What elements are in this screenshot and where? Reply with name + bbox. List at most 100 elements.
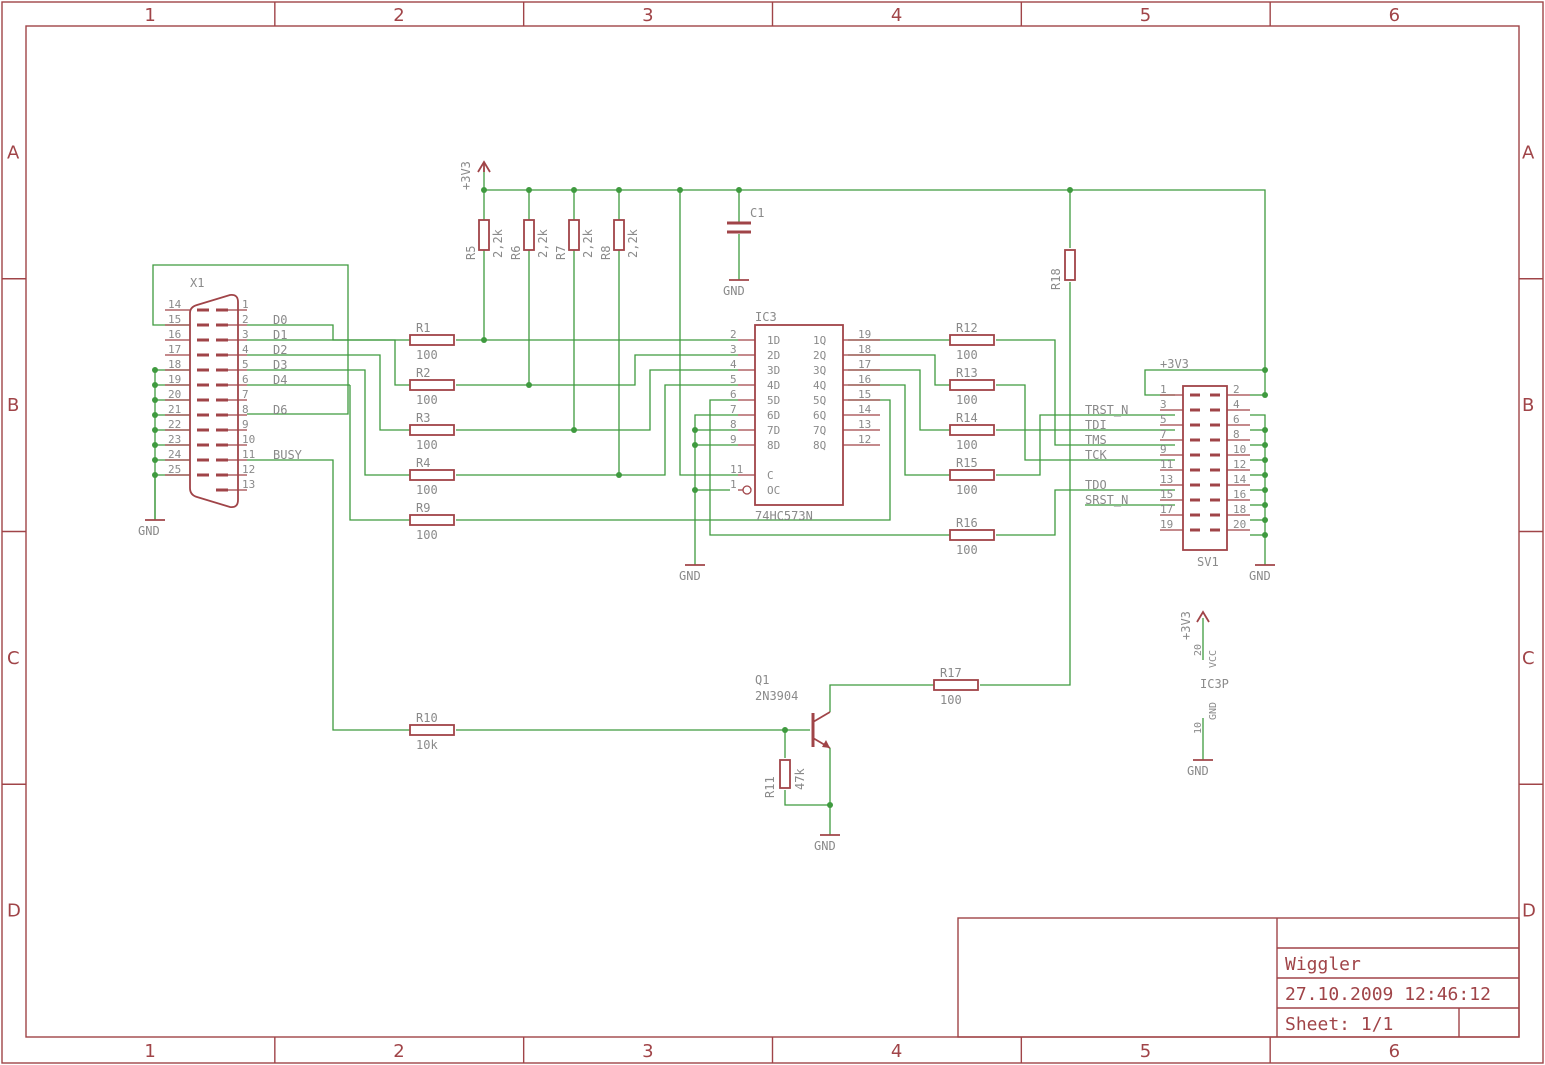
ic3-pin-name-2q: 2Q [813,349,826,362]
gnd-label-x1: GND [138,524,160,538]
x1-pin-12: 12 [242,463,255,476]
frame-col-bottom-6: 6 [1389,1041,1400,1062]
net-d6: D6 [273,403,287,417]
x1-pin-1: 1 [242,298,249,311]
frame-row-left-A: A [7,142,20,163]
sv1-pin-6: 6 [1233,413,1240,426]
net-tck: TCK [1085,448,1107,462]
resistor-r3 [409,424,455,436]
resistor-r2 [409,379,455,391]
resistor-r7 [568,219,580,251]
capacitor-c1: C1 [727,206,764,234]
inner-border [25,25,1520,1038]
title-block: Wiggler 27.10.2009 12:46:12 Sheet: 1/1 [957,917,1520,1038]
resistor-r5 [478,219,490,251]
oc-inversion-bubble [742,485,752,495]
resistor-r12 [949,334,995,346]
gnd-label-sv1: GND [1249,569,1271,583]
sv1-pin-15: 15 [1160,488,1173,501]
c1-ref: C1 [750,206,764,220]
sheet-number: Sheet: 1/1 [1285,1014,1393,1035]
net-tdo: TDO [1085,478,1107,492]
sv1-pin-7: 7 [1160,428,1167,441]
x1-pin-6: 6 [242,373,249,386]
r13-ref: R13 [956,366,978,380]
ic3-pin-name-8d: 8D [767,439,780,452]
frame-col-bottom-3: 3 [642,1041,653,1062]
r7-ref: R7 [554,246,568,260]
frame-row-left-D: D [7,901,21,922]
junction-dot [827,802,833,808]
r4-value: 100 [416,483,438,497]
r9-ref: R9 [416,501,430,515]
x1-pin-19: 19 [168,373,181,386]
r2-value: 100 [416,393,438,407]
x1-pin-14: 14 [168,298,182,311]
junction-dot [1262,457,1268,463]
sv1-body [1182,385,1228,551]
r11-ref: R11 [763,776,777,798]
ic3p-vcc-name: VCC [1208,650,1219,668]
junction-dot [152,412,158,418]
r16-ref: R16 [956,516,978,530]
x1-pin-11: 11 [242,448,255,461]
junction-dot [1262,532,1268,538]
ic3-pin-name-2d: 2D [767,349,780,362]
frame-col-top-2: 2 [393,5,404,26]
ic3-pin-name-3q: 3Q [813,364,826,377]
net-tdi: TDI [1085,418,1107,432]
sv1-pin-16: 16 [1233,488,1246,501]
ic3-pin-3: 3 [730,343,737,356]
frame-row-left-B: B [7,395,19,416]
x1-pin-16: 16 [168,328,181,341]
junction-dot [1262,442,1268,448]
r5-ref: R5 [464,246,478,260]
sv1-pin-9: 9 [1160,443,1167,456]
vcc-label-top: +3V3 [459,161,473,190]
junction-dot [1262,502,1268,508]
sv1-pin-17: 17 [1160,503,1173,516]
sv1-pin-4: 4 [1233,398,1240,411]
ic3-pin-17: 17 [858,358,871,371]
ic3p-vcc-pin: 20 [1193,644,1204,656]
ic3p-gnd-pin: 10 [1193,722,1204,734]
resistor-r15 [949,469,995,481]
ic3-pin-12: 12 [858,433,871,446]
junction-dot [1262,487,1268,493]
net-d4: D4 [273,373,287,387]
frame-col-bottom-4: 4 [891,1041,902,1062]
junction-dot [1262,367,1268,373]
x1-pin-22: 22 [168,418,181,431]
x1-ref: X1 [190,276,204,290]
junction-dot [152,457,158,463]
ic3-pin-name-8q: 8Q [813,439,826,452]
net-busy: BUSY [273,448,303,462]
resistor-r6 [523,219,535,251]
junction-dot [526,187,532,193]
q1-ref: Q1 [755,673,769,687]
net-d1: D1 [273,328,287,342]
ic3-pin-name-c: C [767,469,774,482]
x1-pin-3: 3 [242,328,249,341]
junction-dot [152,367,158,373]
ic3-pin-name-1q: 1Q [813,334,826,347]
x1-pin-21: 21 [168,403,181,416]
resistor-r16 [949,529,995,541]
frame-col-bottom-1: 1 [144,1041,155,1062]
junction-dot [152,427,158,433]
ic3-pin-11: 11 [730,463,743,476]
net-d3: D3 [273,358,287,372]
ic3-pin-name-oc: OC [767,484,780,497]
ic3-pin-name-4q: 4Q [813,379,826,392]
x1-pin-25: 25 [168,463,181,476]
r14-value: 100 [956,438,978,452]
frame-row-right-B: B [1522,395,1534,416]
net-d2: D2 [273,343,287,357]
junction-dot [692,442,698,448]
transistor-q1: Q1 2N3904 [755,673,831,749]
sv1-pin-20: 20 [1233,518,1246,531]
x1-pin-24: 24 [168,448,182,461]
